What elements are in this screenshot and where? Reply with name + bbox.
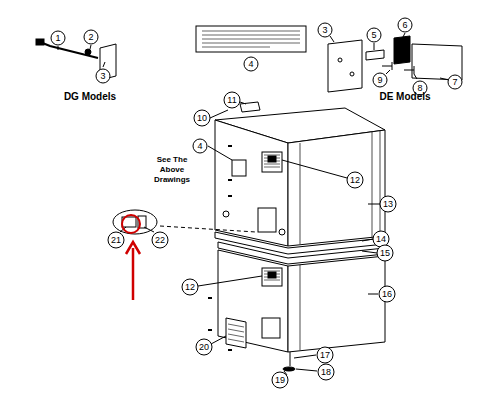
callout-circle: [373, 231, 389, 247]
callout-circle: [244, 57, 258, 71]
callout-circle: [347, 172, 363, 188]
callout-number: 4: [248, 59, 253, 69]
callout-number: 16: [382, 289, 392, 299]
callout-number: 2: [88, 32, 93, 42]
callout-number: 12: [350, 175, 360, 185]
callout-number: 3: [322, 25, 327, 35]
callout-number: 3: [100, 71, 105, 81]
lower-cabinet: [198, 250, 385, 375]
callout-number: 17: [320, 350, 330, 360]
callout-circle: [196, 339, 212, 355]
callout-number: 18: [321, 367, 331, 377]
warning-label: [196, 26, 306, 52]
part-detail: [113, 210, 256, 300]
callout-circle: [182, 279, 198, 295]
callout-circle: [373, 73, 387, 87]
callout-number: 20: [199, 342, 209, 352]
callout-circle: [51, 31, 65, 45]
dg-parts: [36, 39, 116, 80]
callout-circle: [193, 139, 207, 153]
callout-number: 1: [55, 33, 60, 43]
callout-number: 5: [371, 30, 376, 40]
callout-number: 15: [380, 248, 390, 258]
de-parts: [328, 33, 462, 92]
callout-circle: [380, 196, 396, 212]
callout-number: 6: [402, 20, 407, 30]
model-heading: DE Models: [379, 92, 430, 102]
callout-number: 10: [197, 113, 207, 123]
callout-circle: [318, 23, 332, 37]
callout-circle: [367, 28, 381, 42]
callout-circle: [272, 372, 288, 388]
callout-circle: [398, 18, 412, 32]
callout-number: 21: [111, 235, 121, 245]
callout-circle: [318, 364, 334, 380]
callout-number: 11: [227, 95, 236, 105]
upper-cabinet: [208, 102, 385, 246]
model-heading: DG Models: [64, 92, 116, 102]
callout-circle: [84, 30, 98, 44]
callout-number: 9: [377, 75, 382, 85]
callout-circle: [317, 347, 333, 363]
callout-number: 4: [197, 141, 202, 151]
callout-circle: [448, 75, 462, 89]
callout-circle: [194, 110, 210, 126]
callout-circle: [96, 69, 110, 83]
callout-number: 19: [275, 375, 285, 385]
note-text: See The Above Drawings: [150, 155, 194, 185]
callout-circle: [152, 232, 168, 248]
callout-circle: [108, 232, 124, 248]
callout-circle: [224, 92, 240, 108]
callout-number: 7: [452, 77, 457, 87]
callout-number: 14: [376, 234, 386, 244]
callout-number: 12: [185, 282, 195, 292]
callout-circle: [379, 286, 395, 302]
callout-number: 22: [155, 235, 165, 245]
callout-circle: [377, 245, 393, 261]
callout-circles: [51, 18, 462, 388]
callout-number: 13: [383, 199, 393, 209]
